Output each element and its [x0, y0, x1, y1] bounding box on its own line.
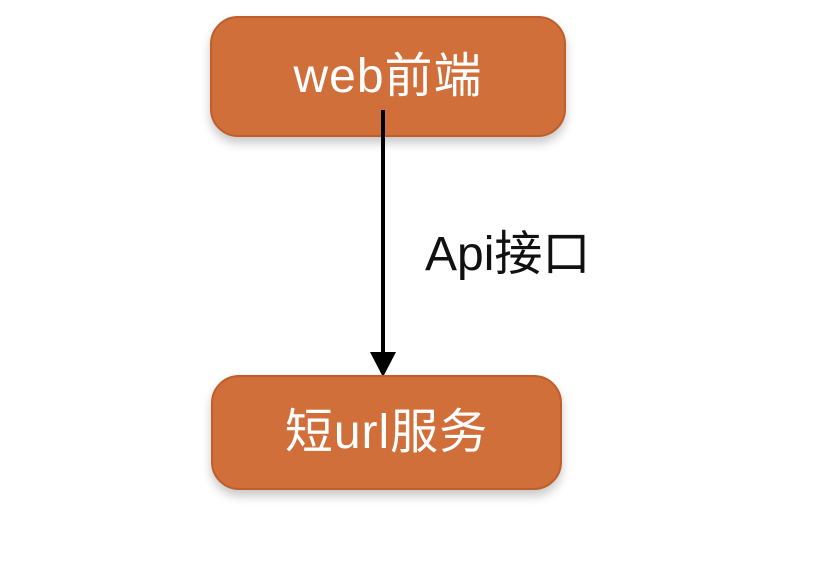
node-short-url-service-label: 短url服务 — [284, 405, 489, 459]
arrow-head-icon — [370, 352, 396, 377]
node-web-frontend: web前端 — [210, 16, 566, 137]
node-web-frontend-label: web前端 — [293, 49, 483, 103]
edge-label-api: Api接口 — [425, 228, 591, 281]
arrow-line — [381, 110, 385, 356]
node-short-url-service: 短url服务 — [211, 375, 562, 490]
